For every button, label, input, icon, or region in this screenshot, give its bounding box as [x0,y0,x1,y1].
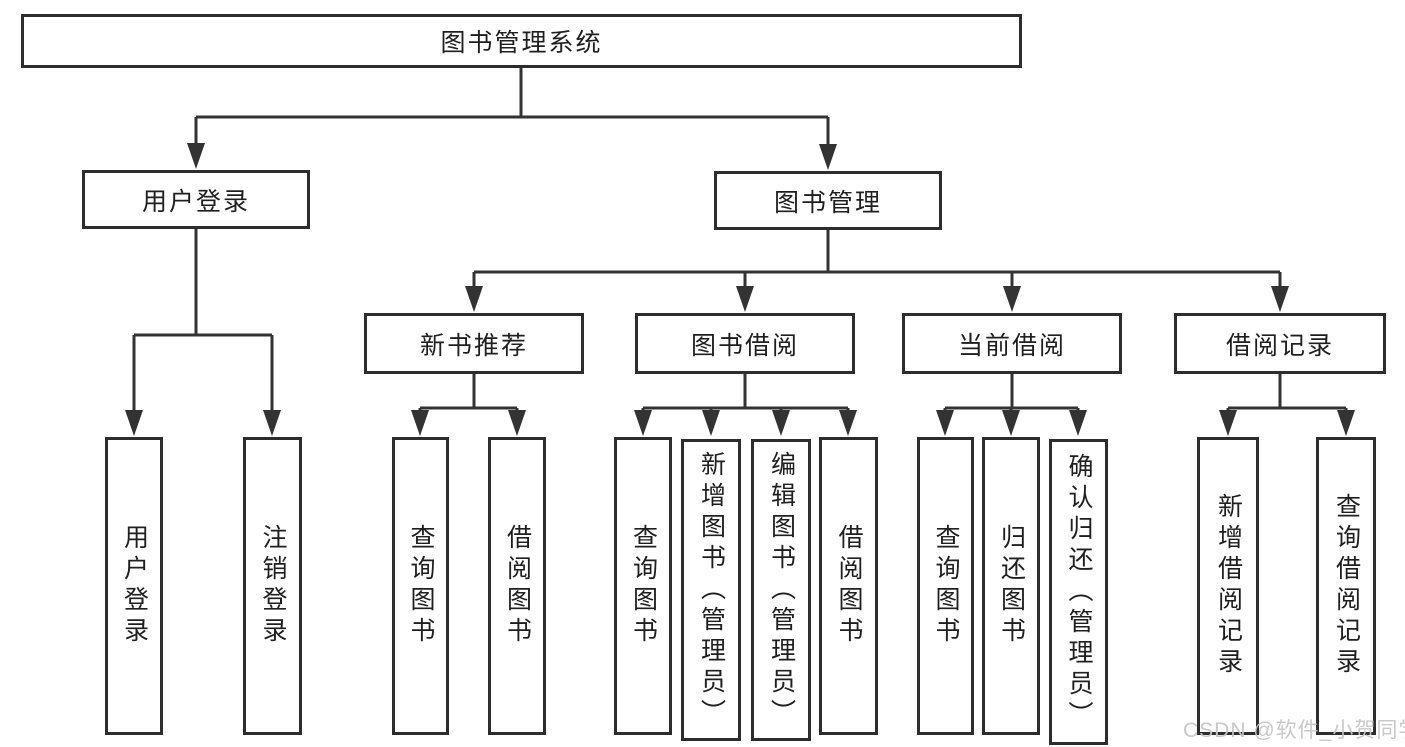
node-recommend-query-book: 查询图书 [392,437,449,735]
arrowhead-icon [125,410,143,436]
node-borrow-record: 借阅记录 [1174,313,1386,374]
node-library-system-label: 图书管理系统 [440,29,603,57]
arrowhead-icon [936,410,954,436]
node-record-add: 新增借阅记录 [1197,437,1259,735]
node-recommend-borrow-book: 借阅图书 [488,437,546,735]
node-current-return-book: 归还图书 [982,437,1040,735]
node-library-system: 图书管理系统 [21,14,1022,68]
connector-user-login-branch [132,229,274,416]
node-current-query-book: 查询图书 [917,437,974,735]
arrowhead-icon [1003,286,1021,312]
node-borrow-add-book: 新增图书（管理员） [681,439,741,741]
node-current-confirm-return-label: 确认归还（管理员） [1065,452,1093,732]
connector-new-book-recommend-branch [418,374,519,414]
arrowhead-icon [187,143,205,169]
connector-root-branch [194,68,830,153]
node-book-management: 图书管理 [714,171,942,230]
connector-current-borrow-branch [943,374,1080,414]
node-borrow-borrow-book: 借阅图书 [819,437,878,735]
node-record-add-label: 新增借阅记录 [1214,493,1243,679]
node-new-book-recommend: 新书推荐 [364,313,584,374]
node-recommend-query-book-label: 查询图书 [407,524,435,648]
node-current-query-book-label: 查询图书 [932,524,960,648]
arrowhead-icon [508,410,526,436]
arrowhead-icon [839,410,857,436]
arrowhead-icon [411,410,429,436]
arrowhead-icon [1002,410,1020,436]
node-current-borrow-label: 当前借阅 [957,331,1066,360]
node-record-query-label: 查询借阅记录 [1332,493,1361,679]
node-borrow-query-book-label: 查询图书 [629,524,658,648]
node-borrow-edit-book: 编辑图书（管理员） [751,439,811,741]
arrowhead-icon [263,410,281,436]
node-user-login-label: 用户登录 [141,187,250,216]
node-borrow-record-label: 借阅记录 [1225,331,1334,360]
arrowhead-icon [1069,410,1087,436]
arrowhead-icon [1219,410,1237,436]
node-borrow-edit-book-label: 编辑图书（管理员） [767,450,796,730]
node-logout: 注销登录 [243,437,302,735]
node-recommend-borrow-book-label: 借阅图书 [503,524,532,648]
node-current-borrow: 当前借阅 [902,313,1122,374]
node-borrow-add-book-label: 新增图书（管理员） [697,450,726,730]
arrowhead-icon [465,286,483,312]
watermark-text: CSDN @软件_小贺同学 [1183,719,1405,742]
node-book-borrow: 图书借阅 [635,313,855,374]
node-login-label: 用户登录 [120,524,149,648]
arrowhead-icon [1271,286,1289,312]
node-current-return-book-label: 归还图书 [997,524,1026,648]
connector-book-borrow-branch [641,374,850,414]
node-new-book-recommend-label: 新书推荐 [419,331,528,360]
node-logout-label: 注销登录 [259,524,287,648]
node-book-borrow-label: 图书借阅 [690,331,799,360]
connector-book-management-branch [472,230,1282,292]
node-user-login: 用户登录 [82,170,310,229]
arrowhead-icon [634,410,652,436]
node-borrow-borrow-book-label: 借阅图书 [835,524,863,648]
arrowhead-icon [772,410,790,436]
node-current-confirm-return: 确认归还（管理员） [1049,439,1108,745]
connector-borrow-record-branch [1226,374,1348,414]
arrowhead-icon [702,410,720,436]
node-book-management-label: 图书管理 [773,188,882,217]
arrowhead-icon [1337,410,1355,436]
node-login: 用户登录 [105,437,163,735]
arrowhead-icon [736,286,754,312]
arrowhead-icon [819,144,837,170]
node-record-query: 查询借阅记录 [1316,437,1376,735]
node-borrow-query-book: 查询图书 [614,437,672,735]
